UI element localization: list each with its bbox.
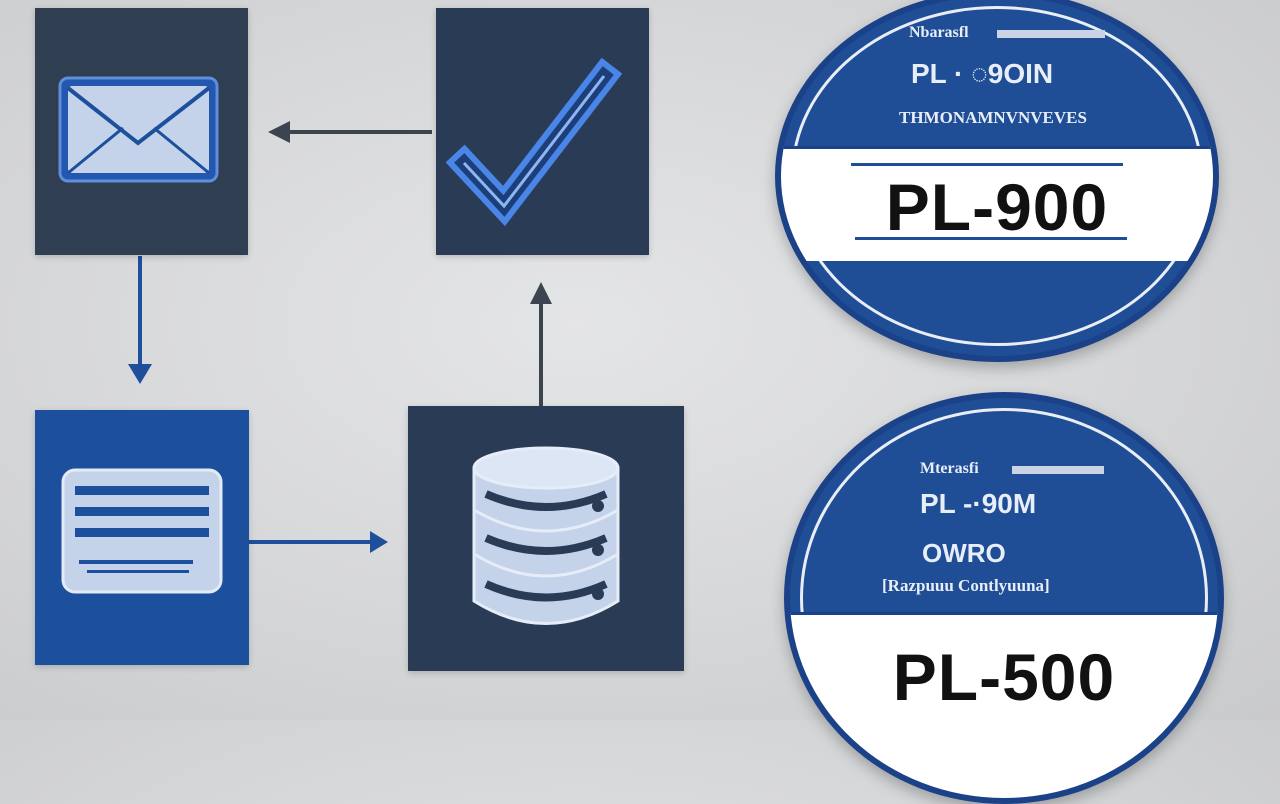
badge-brand-bar (1012, 466, 1104, 474)
badge-title: PL -·90M (920, 488, 1037, 519)
flow-arrows (128, 121, 552, 553)
checkmark-icon (445, 57, 623, 227)
arrow-verify-to-email (268, 121, 432, 143)
database-tile (408, 406, 684, 671)
badge-brand: Mterasfi (920, 460, 979, 477)
pl-500-badge: Mterasfi PL -·90M OWRO [Razpuuu Contlyuu… (784, 392, 1224, 804)
badge-code-band: PL-900 (781, 146, 1213, 261)
arrow-form-to-database (249, 531, 388, 553)
badge-code: PL-900 (885, 170, 1109, 244)
arrow-database-to-verify (530, 282, 552, 406)
badge-subtitle: [Razpuuu Contlyuuna] (882, 576, 1050, 595)
badge-emblem: OWRO (922, 538, 1006, 568)
arrow-email-to-form (128, 256, 152, 384)
document-form-icon (61, 468, 223, 594)
envelope-icon (58, 76, 219, 183)
badge-brand-bar (997, 30, 1105, 38)
form-tile (35, 410, 249, 665)
database-icon (472, 446, 620, 625)
pl-900-badge: Nbarasfl PL · ◌9OIN THMONAMNVNVEVES PL-9… (775, 0, 1219, 362)
email-tile (35, 8, 248, 255)
badge-rule-bottom (855, 237, 1127, 240)
badge-code: PL-500 (892, 640, 1116, 714)
badge-rule-top (851, 163, 1123, 166)
badge-title: PL · ◌9OIN (911, 58, 1054, 89)
verify-tile (436, 8, 649, 255)
badge-brand: Nbarasfl (909, 24, 969, 41)
badge-subtitle: THMONAMNVNVEVES (899, 108, 1087, 127)
badge-code-band: PL-500 (790, 612, 1218, 798)
